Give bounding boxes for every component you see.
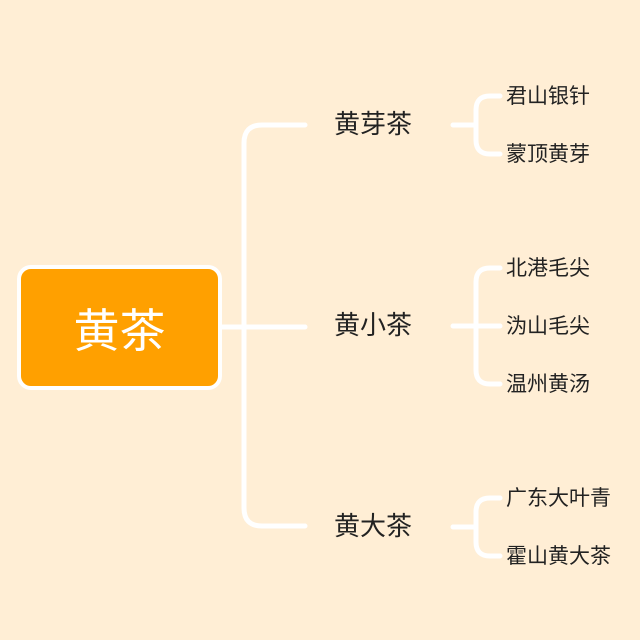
leaf-node[interactable]: 沩山毛尖 (506, 314, 590, 338)
leaf-node[interactable]: 霍山黄大茶 (506, 544, 611, 568)
leaf-node[interactable]: 蒙顶黄芽 (506, 142, 590, 166)
root-node[interactable]: 黄茶 (17, 265, 222, 390)
leaf-node[interactable]: 广东大叶青 (506, 486, 611, 510)
branch-node-0[interactable]: 黄芽茶 (334, 110, 413, 140)
leaf-node[interactable]: 君山银针 (506, 84, 590, 108)
branch-node-1[interactable]: 黄小茶 (334, 311, 413, 341)
branch-node-2[interactable]: 黄大茶 (334, 512, 413, 542)
leaf-node[interactable]: 北港毛尖 (506, 256, 590, 280)
leaf-node[interactable]: 温州黄汤 (506, 372, 590, 396)
root-label: 黄茶 (73, 303, 166, 358)
